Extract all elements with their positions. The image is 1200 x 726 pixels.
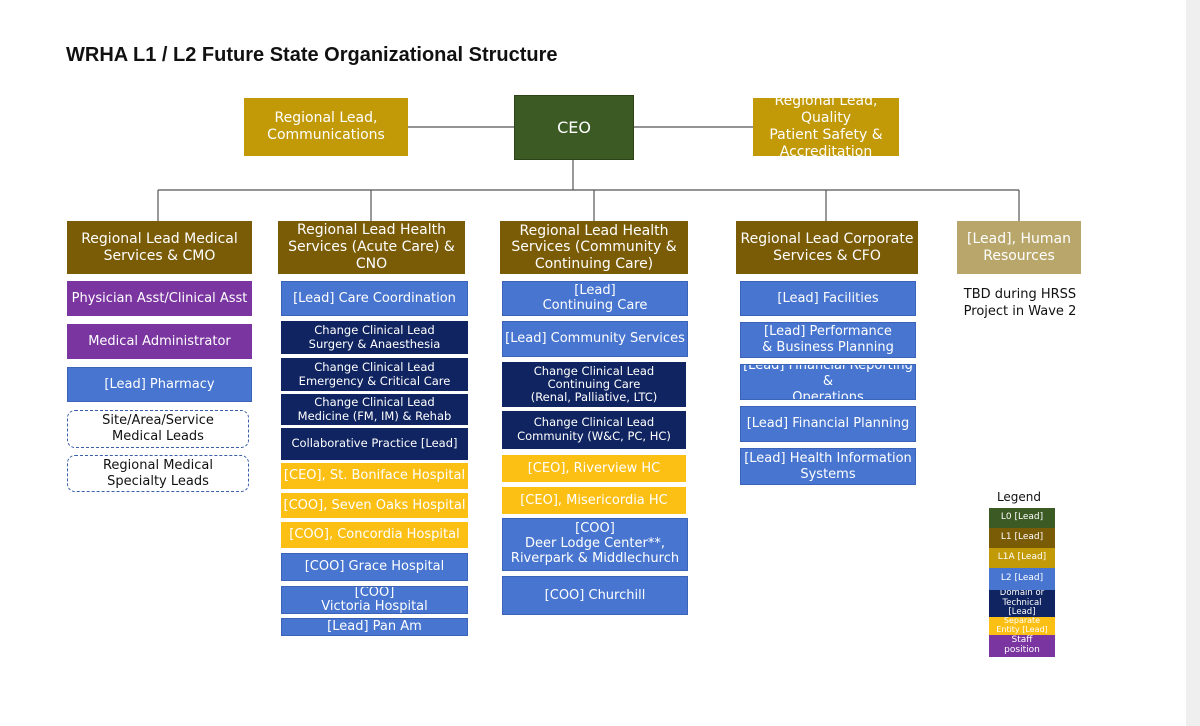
legend-item: L1 [Lead] — [989, 528, 1055, 548]
col1-item-label: Regional Medical Specialty Leads — [102, 457, 214, 489]
legend-item: Domain or Technical [Lead] — [989, 590, 1055, 617]
page-title: WRHA L1 / L2 Future State Organizational… — [66, 44, 558, 66]
hr-tbd-note: TBD during HRSS Project in Wave 2 — [963, 287, 1077, 319]
col1-item-label: [Lead] Pharmacy — [104, 376, 215, 392]
col3-item-box: [CEO], Riverview HC — [502, 455, 686, 482]
col4-header-label: Regional Lead Corporate Services & CFO — [740, 230, 914, 264]
legend-item: Separate Entity [Lead] — [989, 617, 1055, 635]
col3-item-label: Change Clinical Lead Continuing Care (Re… — [530, 363, 658, 405]
col1-item-box: [Lead] Pharmacy — [67, 367, 252, 402]
col3-header-box: Regional Lead Health Services (Community… — [500, 221, 688, 274]
col3-item-box: [CEO], Misericordia HC — [502, 487, 686, 514]
col3-item-box: [Lead] Community Services — [502, 321, 688, 357]
col2-item-box: Change Clinical Lead Medicine (FM, IM) &… — [281, 394, 468, 425]
col4-item-box: [Lead] Facilities — [740, 281, 916, 316]
col3-item-box: [COO] Deer Lodge Center**, Riverpark & M… — [502, 518, 688, 571]
col4-item-label: [Lead] Health Information Systems — [744, 450, 912, 482]
col1-item-box: Physician Asst/Clinical Asst — [67, 281, 252, 316]
col3-item-label: [COO] Deer Lodge Center**, Riverpark & M… — [510, 521, 680, 566]
ceo-label: CEO — [557, 117, 591, 137]
col2-item-label: [COO] Victoria Hospital — [321, 586, 428, 614]
col2-item-box: [COO] Victoria Hospital — [281, 586, 468, 614]
col2-item-box: Change Clinical Lead Emergency & Critica… — [281, 358, 468, 391]
regional-lead-quality-label: Regional Lead, Quality Patient Safety & … — [769, 98, 883, 156]
legend-item: Staff position — [989, 635, 1055, 657]
legend-item: L0 [Lead] — [989, 508, 1055, 528]
regional-lead-quality-box: Regional Lead, Quality Patient Safety & … — [753, 98, 899, 156]
col4-item-label: [Lead] Facilities — [777, 290, 879, 306]
col3-item-box: [COO] Churchill — [502, 576, 688, 615]
col3-item-label: [CEO], Misericordia HC — [520, 492, 668, 508]
legend-item: L1A [Lead] — [989, 548, 1055, 568]
col2-item-box: [COO], Concordia Hospital — [281, 522, 468, 548]
regional-lead-communications-label: Regional Lead, Communications — [267, 110, 385, 143]
col2-item-box: [CEO], St. Boniface Hospital — [281, 463, 468, 489]
ceo-box: CEO — [514, 95, 634, 160]
col2-item-label: [COO], Concordia Hospital — [289, 527, 460, 543]
legend-item: L2 [Lead] — [989, 568, 1055, 590]
col3-item-box: [Lead] Continuing Care — [502, 281, 688, 316]
col4-item-label: [Lead] Financial Planning — [746, 416, 910, 432]
col1-header-box: Regional Lead Medical Services & CMO — [67, 221, 252, 274]
col2-item-label: [COO], Seven Oaks Hospital — [283, 497, 466, 513]
col5-header-label: [Lead], Human Resources — [967, 230, 1071, 264]
col1-header-label: Regional Lead Medical Services & CMO — [81, 230, 238, 264]
col3-item-label: [CEO], Riverview HC — [527, 460, 661, 476]
col3-item-label: [Lead] Continuing Care — [542, 282, 648, 313]
col2-item-label: Change Clinical Lead Emergency & Critica… — [298, 359, 451, 388]
col2-item-box: [Lead] Pan Am — [281, 618, 468, 636]
col3-item-label: [Lead] Community Services — [505, 331, 685, 347]
col1-item-box: Regional Medical Specialty Leads — [67, 455, 249, 492]
col2-item-box: Change Clinical Lead Surgery & Anaesthes… — [281, 321, 468, 354]
col4-item-box: [Lead] Health Information Systems — [740, 448, 916, 485]
col2-item-label: [Lead] Care Coordination — [293, 290, 456, 306]
col3-item-label: Change Clinical Lead Community (W&C, PC,… — [517, 415, 671, 443]
regional-lead-communications-box: Regional Lead, Communications — [244, 98, 408, 156]
col3-item-box: Change Clinical Lead Community (W&C, PC,… — [502, 411, 686, 449]
col2-header-label: Regional Lead Health Services (Acute Car… — [288, 222, 455, 272]
col2-item-label: Change Clinical Lead Surgery & Anaesthes… — [308, 322, 441, 351]
col2-item-box: [Lead] Care Coordination — [281, 281, 468, 316]
col4-item-label: [Lead] Financial Reporting & Operations — [743, 364, 913, 400]
col1-item-label: Medical Administrator — [88, 333, 231, 349]
col2-item-box: [COO], Seven Oaks Hospital — [281, 493, 468, 518]
col2-item-label: Change Clinical Lead Medicine (FM, IM) &… — [297, 394, 452, 423]
legend-title: Legend — [996, 490, 1042, 504]
col4-item-label: [Lead] Performance & Business Planning — [762, 323, 894, 355]
col3-item-label: [COO] Churchill — [544, 587, 646, 603]
col4-header-box: Regional Lead Corporate Services & CFO — [736, 221, 918, 274]
col2-header-box: Regional Lead Health Services (Acute Car… — [278, 221, 465, 274]
col1-item-box: Site/Area/Service Medical Leads — [67, 410, 249, 448]
col2-item-box: [COO] Grace Hospital — [281, 553, 468, 581]
col4-item-box: [Lead] Financial Reporting & Operations — [740, 364, 916, 400]
col3-header-label: Regional Lead Health Services (Community… — [511, 223, 677, 272]
col4-item-box: [Lead] Performance & Business Planning — [740, 322, 916, 358]
col1-item-label: Site/Area/Service Medical Leads — [102, 413, 214, 444]
col2-item-label: [COO] Grace Hospital — [304, 559, 445, 575]
col2-item-label: Collaborative Practice [Lead] — [291, 436, 458, 451]
col4-item-box: [Lead] Financial Planning — [740, 406, 916, 442]
col2-item-label: [CEO], St. Boniface Hospital — [283, 468, 466, 484]
col2-item-box: Collaborative Practice [Lead] — [281, 428, 468, 460]
right-edge-strip — [1186, 0, 1200, 726]
col2-item-label: [Lead] Pan Am — [327, 619, 422, 635]
col1-item-label: Physician Asst/Clinical Asst — [71, 290, 248, 306]
col1-item-box: Medical Administrator — [67, 324, 252, 359]
col3-item-box: Change Clinical Lead Continuing Care (Re… — [502, 362, 686, 407]
col5-header-box: [Lead], Human Resources — [957, 221, 1081, 274]
